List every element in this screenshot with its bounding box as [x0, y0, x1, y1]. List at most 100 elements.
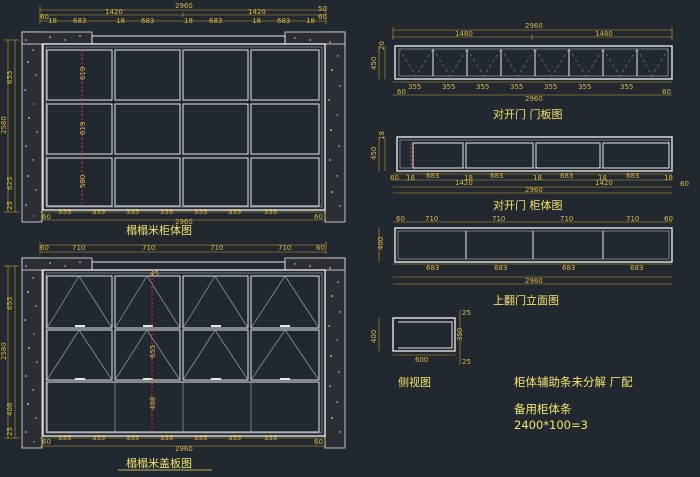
door-body-bottom-dim-683b: 683	[490, 172, 503, 180]
door-panel-bottom-dim-355e: 355	[544, 83, 557, 91]
side-view-dim-600: 600	[415, 356, 428, 364]
cabinet-top-filler	[91, 35, 286, 45]
cover-bottom-dim-355a: 355	[58, 434, 71, 442]
cover-wall-speckles	[24, 261, 341, 443]
flip-top-dim-710d: 710	[626, 215, 639, 223]
door-panel-top-dim-total: 2960	[525, 22, 543, 30]
cover-inner-dim-655: 655	[149, 345, 157, 358]
cabinet-top-dim-683a: 683	[73, 17, 86, 25]
door-panel-title: 对开门 门板图	[493, 107, 563, 121]
cover-top-dim-60: 60	[40, 244, 49, 252]
door-body-compartments	[410, 142, 670, 169]
door-panel-bottom-dim-60r: 60	[662, 88, 671, 96]
cabinet-frame	[42, 43, 326, 211]
flip-frame	[394, 227, 673, 263]
tatami-cover-drawing: 60 710 710 710 710 60	[0, 242, 346, 471]
note-line-2: 备用柜体条	[514, 402, 572, 416]
cabinet-inner-dim-580: 580	[79, 175, 87, 188]
door-panel-bottom-dim-355g: 355	[620, 83, 633, 91]
cabinet-top-dim-total: 2960	[175, 2, 193, 10]
cover-bottom-dim-355e: 355	[194, 434, 207, 442]
cover-bottom-dim-355c: 355	[126, 434, 139, 442]
door-body-bottom-dim-18b: 18	[464, 174, 473, 182]
cover-top-filler	[91, 261, 286, 271]
cabinet-top-left-wall	[21, 31, 93, 45]
cabinet-top-dim-683d: 683	[277, 17, 290, 25]
door-body-bottom-dim-60: 60	[390, 174, 399, 182]
cabinet-top-dim-18c: 18	[184, 17, 193, 25]
door-panel-bottom-dim-355a: 355	[408, 83, 421, 91]
flip-title: 上翻门立面图	[493, 293, 559, 307]
side-view-dim-350: 350	[456, 328, 464, 341]
door-body-bottom-dim-683c: 683	[560, 172, 573, 180]
cover-left-dim-2580: 2580	[0, 342, 8, 360]
door-panel-bottom-dim-total: 2960	[525, 95, 543, 103]
cabinet-bottom-dim-355e: 355	[194, 208, 207, 216]
double-door-body-drawing: 450 18 60 18 683 18 683 18 683 18 683 18…	[370, 131, 689, 212]
cabinet-top-dim-683c: 683	[209, 17, 222, 25]
door-panel-bottom-dim-355d: 355	[510, 83, 523, 91]
door-body-bottom-dim-18c: 18	[533, 174, 542, 182]
cover-top-dim-710d: 710	[278, 244, 291, 252]
cover-top-dim-710a: 710	[72, 244, 85, 252]
cabinet-top-dim-18a: 18	[48, 17, 57, 25]
cover-top-right-wall	[284, 257, 346, 271]
cover-bottom-dim-355d: 355	[160, 434, 173, 442]
cabinet-bottom-dim-355b: 355	[92, 208, 105, 216]
cabinet-bottom-dim-355d: 355	[160, 208, 173, 216]
cabinet-title: 榻榻米柜体图	[126, 223, 192, 237]
cabinet-bottom-dim-60r: 60	[314, 213, 323, 221]
cover-bottom-dim-60r: 60	[314, 438, 323, 446]
cover-bottom-dim-355f: 355	[228, 434, 241, 442]
side-view-frame	[392, 317, 456, 352]
door-panel-bottom-dim-355b: 355	[442, 83, 455, 91]
cover-bottom-dim-355b: 355	[92, 434, 105, 442]
door-panel-side-dim-450: 450	[370, 57, 378, 70]
cabinet-left-wall	[21, 31, 43, 223]
tatami-cabinet-drawing: 2960 1420 1420 60 18 683 18 683 18 683 1…	[0, 2, 346, 237]
cabinet-top-dim-18d: 18	[252, 17, 261, 25]
cabinet-compartments	[46, 49, 320, 207]
cover-top-left-wall	[21, 257, 93, 271]
cover-panels	[46, 275, 320, 433]
notes: 柜体辅助条未分解 厂配 备用柜体条 2400*100=3	[514, 375, 633, 432]
cover-title: 榻榻米盖板图	[126, 456, 192, 470]
cabinet-bottom-dim-total: 2960	[175, 218, 193, 226]
cabinet-top-right-wall	[284, 31, 346, 45]
cover-top-dim-710b: 710	[142, 244, 155, 252]
cabinet-top-dim-18e: 18	[306, 17, 315, 25]
cover-left-dim-655: 655	[6, 297, 14, 310]
cabinet-bottom-dim-60: 60	[42, 213, 51, 221]
cabinet-top-dim-683b: 683	[141, 17, 154, 25]
door-panel-top-dim-half-right: 1480	[595, 30, 613, 38]
cover-top-dim-710c: 710	[210, 244, 223, 252]
cover-inner-dim-408: 408	[149, 397, 157, 410]
door-body-bottom-dim-18e: 18	[664, 174, 673, 182]
cabinet-top-dim-50: 50	[318, 5, 327, 13]
cabinet-bottom-dim-355f: 355	[228, 208, 241, 216]
cabinet-bottom-dim-355c: 355	[126, 208, 139, 216]
flip-bottom-dim-683a: 683	[426, 264, 439, 272]
door-body-bottom-dim-18a: 18	[406, 174, 415, 182]
cover-frame	[42, 269, 326, 437]
cabinet-inner-dim-619a: 619	[79, 67, 87, 80]
door-body-side-dim-450: 450	[370, 147, 378, 160]
door-panel-top-dim-half-left: 1480	[455, 30, 473, 38]
cabinet-wall-speckles	[24, 35, 341, 217]
flip-bottom-dim-683d: 683	[630, 264, 643, 272]
cabinet-top-dim-18b: 18	[116, 17, 125, 25]
door-panel-bottom-dim-60: 60	[397, 88, 406, 96]
cover-bottom-dim-60: 60	[42, 438, 51, 446]
cover-left-dim-25: 25	[6, 427, 14, 436]
cabinet-top-dim-60: 60	[40, 13, 49, 21]
door-body-bottom-dim-18d: 18	[598, 174, 607, 182]
cabinet-left-dim-2580: 2580	[0, 116, 8, 134]
door-body-bottom-dim-1420a: 1420	[455, 179, 473, 187]
flip-top-dim-60: 60	[396, 215, 405, 223]
flip-side-dim-400: 400	[377, 237, 385, 250]
cabinet-left-dim-25: 25	[6, 201, 14, 210]
door-panel-bottom-dim-355f: 355	[578, 83, 591, 91]
flip-door-elevation-drawing: 60 710 710 710 710 60 400 683 683 683 68…	[377, 215, 673, 307]
side-view-drawing: 25 400 350 600 25 侧视图	[370, 309, 471, 389]
